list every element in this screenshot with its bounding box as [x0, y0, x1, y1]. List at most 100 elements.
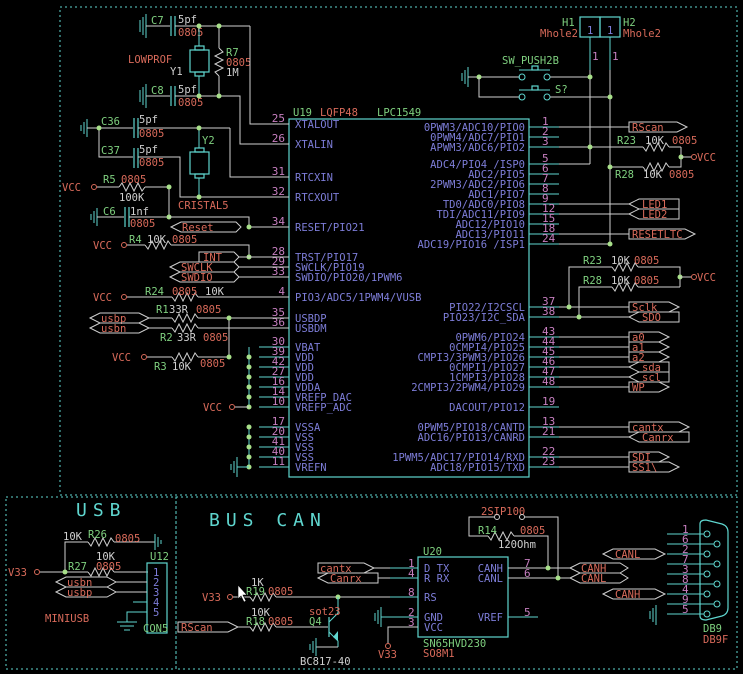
pin-name: RESET/PIO21	[295, 222, 365, 234]
net-a2[interactable]: a2	[628, 351, 671, 364]
net-reset[interactable]: Reset	[169, 221, 242, 234]
svg-text:1: 1	[607, 25, 613, 37]
net-swdio-label: SWDIO	[181, 272, 213, 284]
net-wp[interactable]: WP	[628, 381, 671, 394]
net-a1[interactable]: a1	[628, 341, 671, 354]
pin-number: 7	[682, 553, 689, 566]
net-label: scl	[642, 372, 661, 384]
net-swdio[interactable]: SWDIO	[168, 271, 240, 284]
net-canrx-can[interactable]: Canrx	[316, 572, 418, 585]
net-int[interactable]: INT	[198, 251, 240, 264]
r4-ref: R4	[129, 234, 142, 246]
svg-text:usbp: usbp	[67, 587, 92, 599]
net-sdi[interactable]: SDI	[628, 451, 671, 464]
pin-number: 1	[542, 115, 549, 128]
pin-number: 6	[524, 567, 531, 580]
net-int-label: INT	[203, 252, 223, 264]
net-label: a1	[632, 342, 645, 354]
net-label: Canrx	[642, 432, 674, 444]
net-cantx[interactable]: cantx	[628, 421, 691, 434]
sw-s2[interactable]: S?	[478, 77, 610, 101]
u19-package: LQFP48	[320, 107, 358, 119]
pin-number: 42	[272, 355, 285, 368]
pin-name: VREFP_ADC	[295, 402, 352, 414]
r14-termination: 2SIP100 R14 0805 120Ohm	[468, 506, 559, 578]
r27-resistor: V33 10K R27 0805	[8, 551, 148, 579]
net-canh-db9[interactable]: CANH	[601, 588, 667, 601]
net-a0[interactable]: a0	[628, 331, 671, 344]
r1-pkg: 0805	[196, 304, 221, 316]
svg-text:10K: 10K	[96, 551, 116, 563]
ground-icon	[374, 607, 418, 627]
pin-number: 3	[408, 616, 415, 629]
pin-number: 8	[408, 586, 415, 599]
c36-pkg: 0805	[139, 128, 164, 140]
pin-number: 33	[272, 265, 285, 278]
svg-text:RScan: RScan	[181, 622, 213, 634]
pin-name: PIO3/ADC5/1PWM4/VUSB	[295, 292, 421, 304]
net-sda[interactable]: sda	[627, 361, 670, 374]
pin-number: 12	[542, 202, 555, 215]
c37-ref: C37	[101, 145, 120, 157]
net-sdo[interactable]: SDO	[627, 311, 680, 324]
pin-name: R RX	[424, 573, 450, 585]
c7-pkg: 0805	[178, 27, 203, 39]
u19-ref: U19	[293, 107, 312, 119]
pin-number: 5	[542, 152, 549, 165]
net-canl-db9[interactable]: CANL	[601, 548, 667, 561]
net-scl[interactable]: scl	[627, 371, 670, 384]
v33-label: V33	[202, 592, 221, 604]
net-rscan[interactable]: RScan	[628, 121, 689, 134]
r24-value: 10K	[205, 286, 225, 298]
u20-pkg: SO8M1	[423, 648, 455, 660]
c8-ref: C8	[151, 85, 164, 97]
net-canrx[interactable]: Canrx	[627, 431, 690, 444]
svg-text:10K: 10K	[611, 275, 631, 287]
r24-ref: R24	[145, 286, 164, 298]
pin-number: 47	[542, 365, 555, 378]
net-ss1[interactable]: SS1\	[628, 461, 681, 474]
net-usbp-usb[interactable]: usbp	[54, 586, 147, 599]
can-section-title: BUS CAN	[209, 510, 327, 531]
pin-name: ADC1/PIO7	[468, 189, 525, 201]
r4-value: 10K	[147, 234, 167, 246]
pin-number: 21	[542, 425, 555, 438]
v33-label: V33	[8, 567, 27, 579]
net-canl-can[interactable]: CANL	[568, 572, 629, 585]
svg-text:10K: 10K	[63, 531, 83, 543]
u12-connector: U12 1 2 3 4 5 CON5 MINIUSB	[45, 551, 169, 635]
net-label: RScan	[632, 122, 664, 134]
net-usbn-left[interactable]: usbn	[88, 322, 151, 335]
y2-value: CRISTAL5	[178, 200, 229, 212]
vcc-label: VCC	[203, 402, 222, 414]
h1-ref: H1	[562, 17, 575, 29]
svg-text:R28: R28	[583, 275, 602, 287]
pin-number: 44	[542, 335, 556, 348]
r3-resistor: VCC R3 10K 0805	[112, 351, 229, 373]
y1-value: LOWPROF	[128, 54, 172, 66]
c7-ref: C7	[151, 15, 164, 27]
net-resetltc[interactable]: RESETLTC	[628, 228, 697, 241]
net-sclk[interactable]: Sclk	[628, 301, 681, 314]
svg-text:usbn: usbn	[67, 577, 92, 589]
u20-part: SN65HVD230	[423, 638, 486, 650]
pin-name: CMPI3/3PWM3/PIO26	[418, 352, 525, 364]
pin-name: VSSA	[295, 422, 321, 434]
net-led2[interactable]: LED2	[627, 208, 680, 221]
pin-name: 0PWM3/ADC10/PIO0	[424, 122, 525, 134]
pin-name: RTCXIN	[295, 172, 333, 184]
sw-push2b[interactable]: SW_PUSH2B	[461, 55, 590, 87]
net-led1[interactable]: LED1	[627, 198, 680, 211]
net-rscan-can[interactable]: RScan	[177, 621, 240, 634]
r1-resistor: R1 33R 0805	[149, 304, 289, 324]
svg-text:0805: 0805	[96, 561, 121, 573]
net-usbn-label: usbn	[101, 323, 126, 335]
